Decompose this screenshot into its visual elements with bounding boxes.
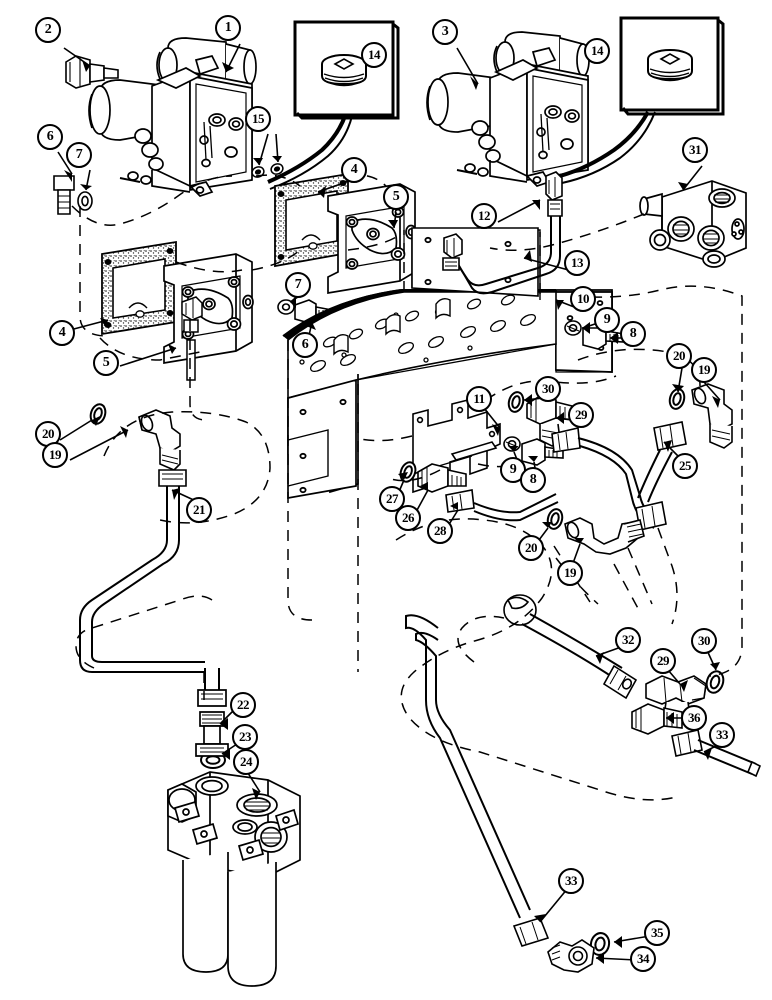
callout-8a: 8 [620,321,646,347]
cap-screw-8-lower [521,438,564,466]
callout-32: 32 [615,627,641,653]
filter-assembly-24 [167,668,301,987]
callout-29b: 29 [650,648,676,674]
tube-32 [503,594,638,700]
valve-block-31 [639,180,747,268]
callout-20a: 20 [666,343,692,369]
callout-5b: 5 [93,350,119,376]
pump-assembly-left [88,37,257,197]
callout-35: 35 [644,920,670,946]
callout-4a: 4 [341,157,367,183]
tube-33-short [671,729,762,778]
callout-5a: 5 [383,184,409,210]
callout-25: 25 [672,453,698,479]
callout-29a: 29 [568,402,594,428]
callout-19b: 19 [42,442,68,468]
callout-36: 36 [681,705,707,731]
callout-22: 22 [230,692,256,718]
callout-14a: 14 [361,42,387,68]
callout-8b: 8 [520,467,546,493]
callout-34: 34 [630,946,656,972]
callout-13: 13 [564,250,590,276]
callout-30b: 30 [691,628,717,654]
callout-21: 21 [186,497,212,523]
washer-7-left [77,191,93,211]
callout-33b: 33 [558,868,584,894]
assembly-reference-lines [71,174,743,801]
callout-23: 23 [232,724,258,750]
elbow-fitting-19-lower [564,517,645,555]
callout-33a: 33 [709,722,735,748]
callout-6a: 6 [37,124,63,150]
callout-4b: 4 [49,320,75,346]
callout-7a: 7 [66,142,92,168]
callout-31: 31 [682,137,708,163]
main-mounting-bracket [282,227,613,500]
fitting-2 [65,55,119,89]
elbow-fitting-34 [547,939,595,973]
inset-box-right [559,16,725,184]
tube-25 [551,421,687,531]
callout-24: 24 [233,749,259,775]
gasket-4-upper [274,172,349,268]
callout-9a: 9 [594,307,620,333]
elbow-fitting-19-left [138,409,181,471]
lock-washer-9-upper [564,320,582,336]
fitting-12 [181,296,203,381]
callout-6b: 6 [292,332,318,358]
callout-20c: 20 [518,535,544,561]
callout-19c: 19 [557,560,583,586]
washers-15 [251,163,284,178]
callout-26: 26 [395,505,421,531]
callout-12: 12 [471,203,497,229]
tube-33-long [405,614,550,947]
washer-7-center [277,299,295,315]
leader-arrowheads [64,60,720,964]
tube-21 [79,469,205,673]
callout-30a: 30 [535,376,561,402]
gasket-4-lower [101,240,177,336]
pump-assembly-right [426,31,590,187]
callout-7b: 7 [285,272,311,298]
callout-28: 28 [427,518,453,544]
tube-13 [442,171,563,295]
callout-14b: 14 [584,38,610,64]
callout-15: 15 [245,106,271,132]
callout-2: 2 [35,17,61,43]
adapter-36 [631,703,683,735]
callout-10: 10 [570,286,596,312]
elbow-fitting-19-right [691,383,733,449]
cap-screw-6-left [53,175,75,215]
callout-19a: 19 [691,357,717,383]
callout-11: 11 [466,386,492,412]
adapter-plate-5-upper [327,183,417,295]
callout-1: 1 [215,15,241,41]
callout-3: 3 [432,19,458,45]
